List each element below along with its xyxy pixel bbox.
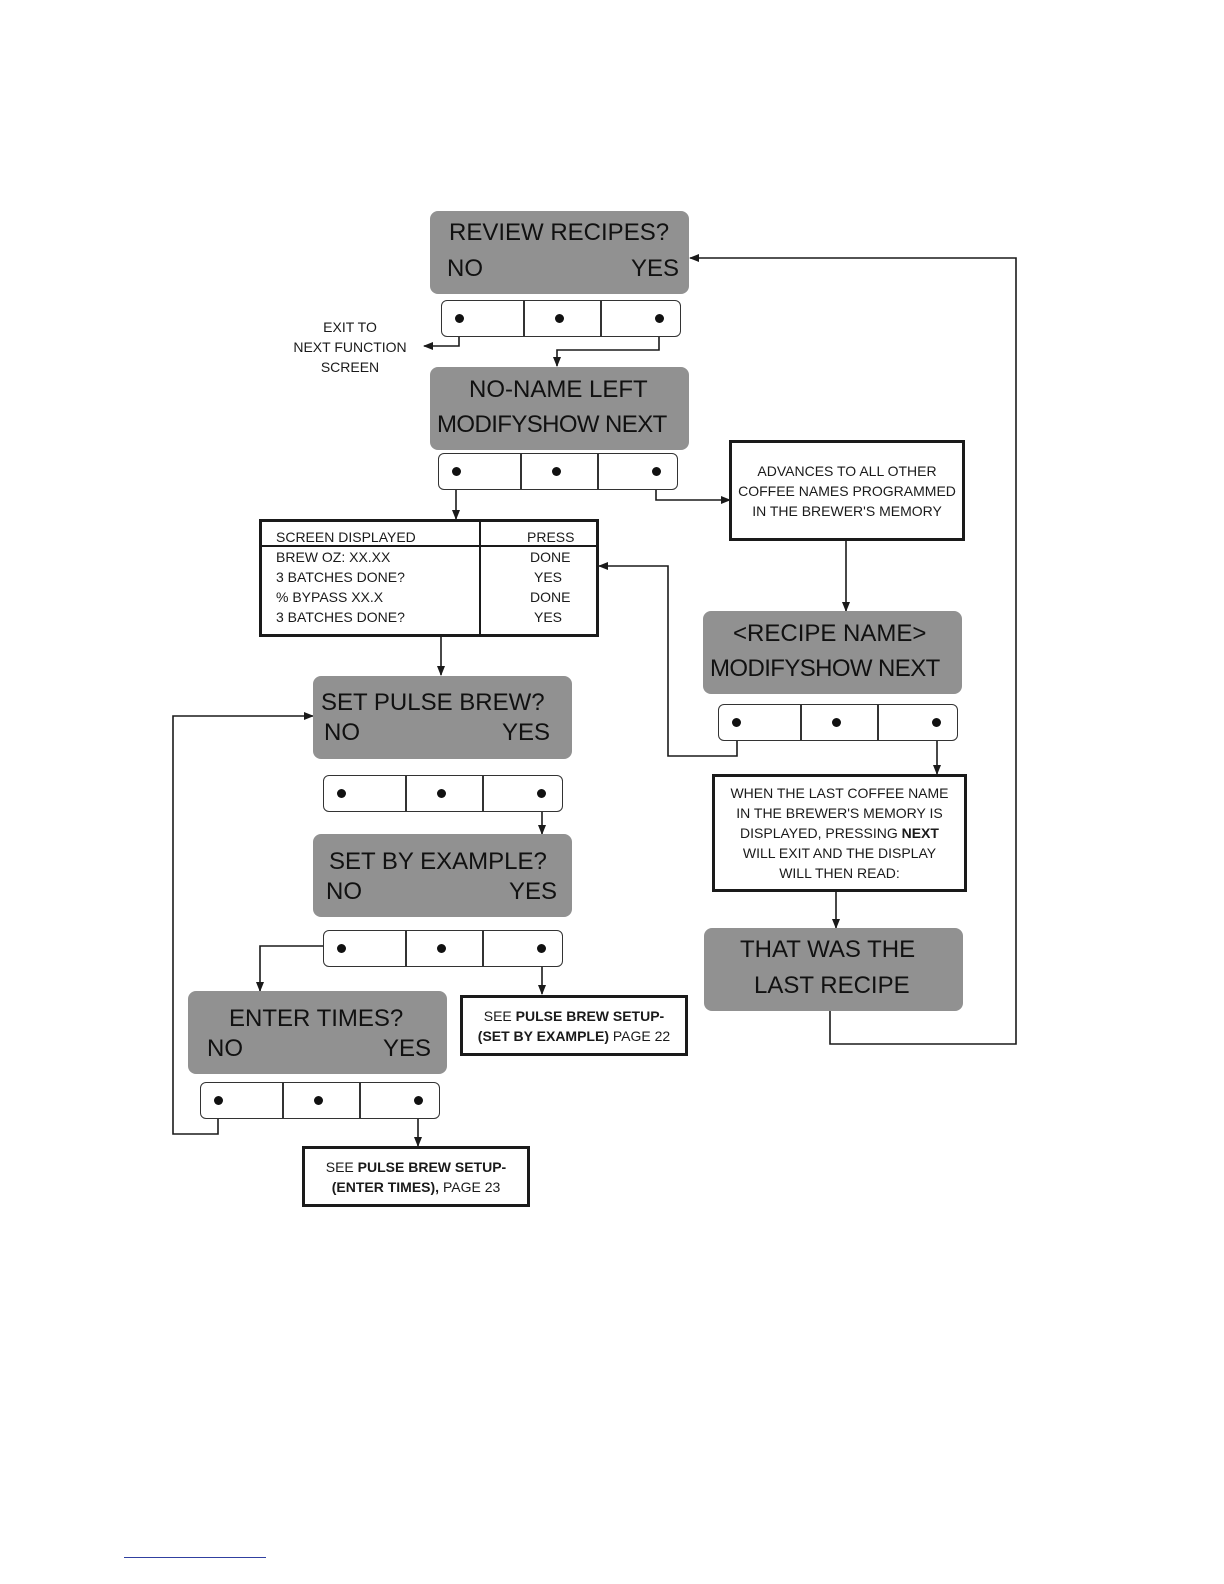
key-yes-button[interactable] — [537, 789, 546, 798]
table-cell: 3 BATCHES DONE? — [276, 609, 405, 625]
set-pulse-brew-display: SET PULSE BREW? NO YES — [313, 676, 572, 759]
key-modify-button[interactable] — [732, 718, 741, 727]
key-next-button[interactable] — [932, 718, 941, 727]
display-line-2: MODIFYSHOW NEXT — [437, 411, 667, 438]
display-line-1: SET BY EXAMPLE? — [329, 848, 547, 875]
key-left-button[interactable] — [455, 314, 464, 323]
no-name-left-display: NO-NAME LEFT MODIFYSHOW NEXT — [430, 367, 689, 450]
enter-keypad — [200, 1082, 440, 1119]
table-header-screen: SCREEN DISPLAYED — [276, 529, 416, 545]
display-left-label: NO — [207, 1035, 243, 1062]
arrow-enter-no-loop-pulse — [172, 712, 314, 1135]
display-left-label: NO — [324, 719, 360, 746]
key-right-button[interactable] — [655, 314, 664, 323]
no-name-keypad — [438, 453, 678, 490]
display-right-label: YES — [382, 1035, 431, 1062]
display-line-2: LAST RECIPE — [754, 972, 910, 999]
key-show-button[interactable] — [832, 718, 841, 727]
example-keypad — [323, 930, 563, 967]
display-left-label: NO — [447, 255, 483, 282]
display-right-label: YES — [630, 255, 679, 282]
key-no-button[interactable] — [337, 789, 346, 798]
key-middle-button[interactable] — [437, 789, 446, 798]
display-line-2: MODIFYSHOW NEXT — [710, 655, 940, 682]
set-by-example-reference: SEE PULSE BREW SETUP- (SET BY EXAMPLE) P… — [460, 995, 688, 1056]
key-no-button[interactable] — [337, 944, 346, 953]
recipe-keypad — [718, 704, 958, 741]
exit-note: EXIT TO NEXT FUNCTION SCREEN — [293, 319, 407, 375]
key-yes-button[interactable] — [414, 1096, 423, 1105]
key-yes-button[interactable] — [537, 944, 546, 953]
display-line-1: ENTER TIMES? — [229, 1005, 404, 1032]
display-line-1: NO-NAME LEFT — [469, 376, 648, 403]
pulse-keypad — [323, 775, 563, 812]
table-cell: YES — [534, 609, 563, 625]
key-show-button[interactable] — [552, 467, 561, 476]
table-cell: DONE — [530, 549, 571, 565]
display-right-label: YES — [501, 719, 550, 746]
key-middle-button[interactable] — [314, 1096, 323, 1105]
recipe-name-display: <RECIPE NAME> MODIFYSHOW NEXT — [703, 611, 962, 694]
key-modify-button[interactable] — [452, 467, 461, 476]
key-middle-button[interactable] — [555, 314, 564, 323]
advances-note: ADVANCES TO ALL OTHER COFFEE NAMES PROGR… — [729, 440, 965, 541]
table-cell: 3 BATCHES DONE? — [276, 569, 405, 585]
table-cell: BREW OZ: XX.XX — [276, 549, 391, 565]
last-coffee-note: WHEN THE LAST COFFEE NAME IN THE BREWER'… — [712, 774, 967, 892]
set-by-example-display: SET BY EXAMPLE? NO YES — [313, 834, 572, 917]
enter-times-reference: SEE PULSE BREW SETUP- (ENTER TIMES), PAG… — [302, 1146, 530, 1207]
enter-times-display: ENTER TIMES? NO YES — [188, 991, 447, 1074]
key-no-button[interactable] — [214, 1096, 223, 1105]
screen-press-table: SCREEN DISPLAYED PRESS BREW OZ: XX.XX DO… — [259, 519, 599, 637]
arrow-recipe-modify-table — [598, 562, 738, 757]
display-line-1: REVIEW RECIPES? — [449, 219, 670, 246]
table-header-press: PRESS — [527, 529, 575, 545]
key-middle-button[interactable] — [437, 944, 446, 953]
review-recipes-display: REVIEW RECIPES? NO YES — [430, 211, 689, 294]
table-cell: DONE — [530, 589, 571, 605]
review-keypad — [441, 300, 681, 337]
key-next-button[interactable] — [652, 467, 661, 476]
display-right-label: YES — [508, 878, 557, 905]
footer-rule — [124, 1557, 266, 1558]
display-line-1: SET PULSE BREW? — [321, 689, 545, 716]
table-cell: YES — [534, 569, 563, 585]
arrow-example-no-enter — [256, 945, 341, 992]
last-recipe-display: THAT WAS THE LAST RECIPE — [704, 928, 963, 1011]
display-line-1: <RECIPE NAME> — [733, 620, 927, 647]
arrow-last-loop-review — [689, 254, 1017, 1045]
display-left-label: NO — [326, 878, 362, 905]
display-line-1: THAT WAS THE — [740, 936, 916, 963]
table-cell: % BYPASS XX.X — [276, 589, 384, 605]
